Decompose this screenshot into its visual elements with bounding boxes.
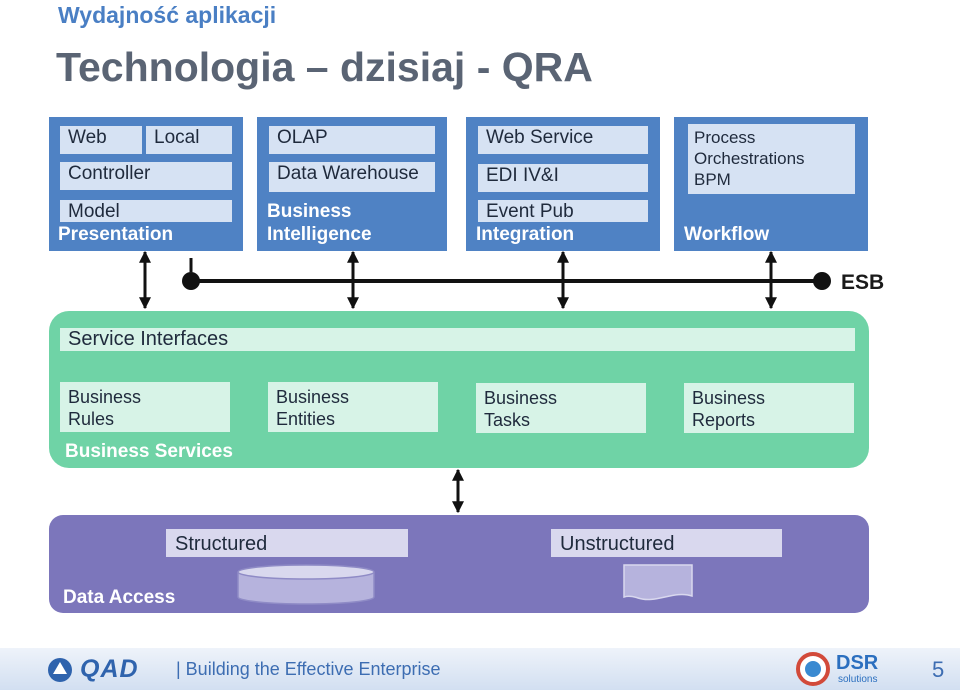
edi-box: EDI IV&I <box>478 164 648 192</box>
business-intelligence-label-line1: Business <box>267 201 352 222</box>
unstructured-box: Unstructured <box>551 529 782 557</box>
bpm-line: BPM <box>694 170 731 189</box>
business-reports-box: Business Reports <box>684 383 854 433</box>
footer-band <box>0 648 960 690</box>
esb-left-endpoint <box>182 272 200 290</box>
olap-box: OLAP <box>269 126 435 154</box>
controller-box: Controller <box>60 162 232 190</box>
business-tasks-box: Business Tasks <box>476 383 646 433</box>
document-icon <box>623 564 693 601</box>
database-icon <box>237 564 375 605</box>
business-rules-box: Business Rules <box>60 382 230 432</box>
slide-title: Technologia – dzisiaj - QRA <box>56 44 593 90</box>
web-box: Web <box>60 126 142 154</box>
business-intelligence-label-line2: Intelligence <box>267 224 372 245</box>
data-warehouse-box: Data Warehouse <box>269 162 435 192</box>
slide-subtitle: Wydajność aplikacji <box>58 2 277 28</box>
esb-right-endpoint <box>813 272 831 290</box>
workflow-label: Workflow <box>684 224 770 245</box>
process-line: Process <box>694 128 756 147</box>
page-number: 5 <box>932 657 945 682</box>
qad-logo-icon <box>48 658 72 682</box>
orchestrations-line: Orchestrations <box>694 149 805 168</box>
footer-tagline: | Building the Effective Enterprise <box>176 659 441 679</box>
business-services-label: Business Services <box>65 441 233 462</box>
data-access-label: Data Access <box>63 587 176 608</box>
local-box: Local <box>146 126 232 154</box>
presentation-label: Presentation <box>58 224 174 245</box>
structured-box: Structured <box>166 529 408 557</box>
service-interfaces-strip: Service Interfaces <box>60 328 855 351</box>
esb-label: ESB <box>841 271 885 294</box>
dsr-logo-subtext: solutions <box>838 674 878 685</box>
model-box: Model <box>60 200 232 222</box>
qad-logo-text: QAD <box>80 655 139 683</box>
business-entities-box: Business Entities <box>268 382 438 432</box>
event-pub-box: Event Pub <box>478 200 648 222</box>
integration-label: Integration <box>476 224 575 245</box>
dsr-logo-text: DSR <box>836 652 879 674</box>
dsr-logo-icon <box>796 652 830 686</box>
web-service-box: Web Service <box>478 126 648 154</box>
process-orchestrations-box: Process Orchestrations BPM <box>688 124 855 194</box>
